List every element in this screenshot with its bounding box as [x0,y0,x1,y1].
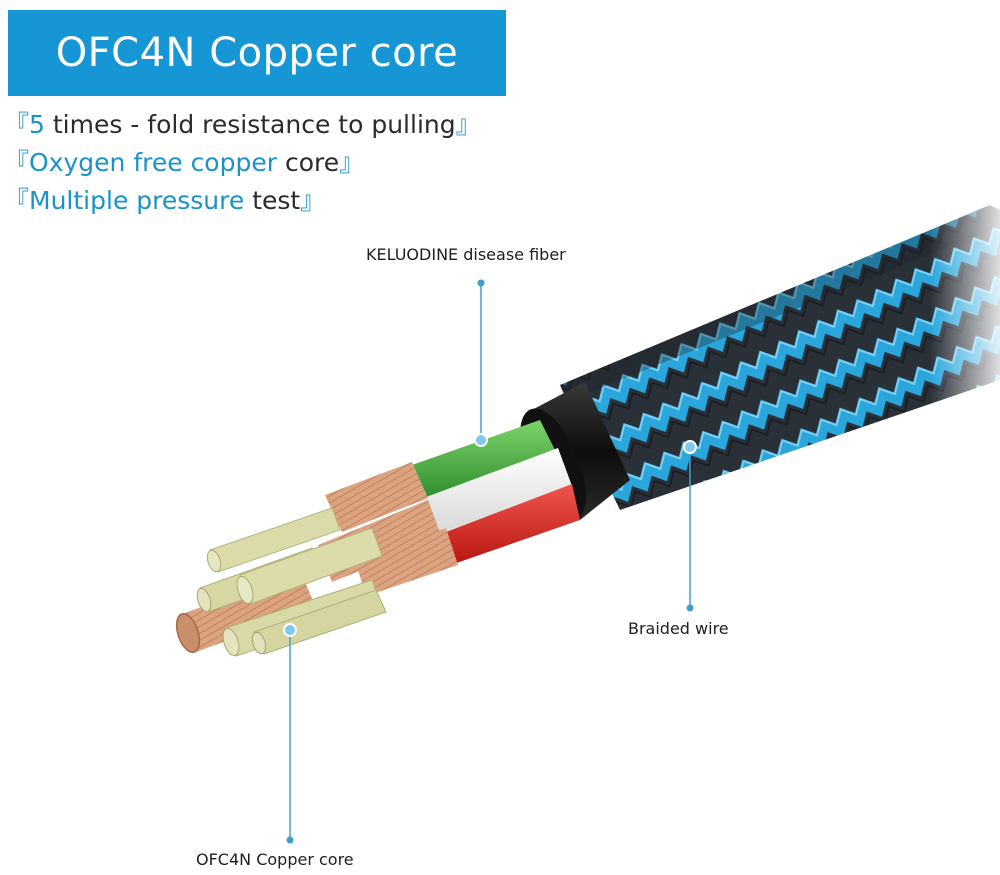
feature-text: times - fold resistance to pulling [44,110,456,139]
callout-copper-core: OFC4N Copper core [196,850,354,869]
banner-title: OFC4N Copper core [55,30,459,76]
feature-copper: 『Oxygen free copper core』 [4,144,481,182]
callout-leaders [283,279,697,844]
bracket-open: 『 [4,186,30,215]
callout-braided-wire: Braided wire [628,619,729,638]
feature-text: test [244,186,301,215]
feature-pressure: 『Multiple pressure test』 [4,182,481,220]
bracket-close: 』 [339,148,365,177]
insulation-rods [196,507,387,657]
feature-highlight: Oxygen free copper [29,148,278,177]
feature-highlight: 5 [29,110,45,139]
feature-text: core [277,148,340,177]
bracket-close: 』 [300,186,326,215]
bracket-open: 『 [4,110,30,139]
feature-highlight: Multiple pressure [29,186,245,215]
bracket-open: 『 [4,148,30,177]
feature-pulling: 『5 times - fold resistance to pulling』 [4,106,481,144]
colored-wires [412,420,580,568]
braided-jacket [560,190,1000,510]
bracket-close: 』 [455,110,481,139]
title-banner: OFC4N Copper core [8,10,506,96]
feature-list: 『5 times - fold resistance to pulling』 『… [4,106,481,220]
callout-fiber: KELUODINE disease fiber [366,245,566,264]
